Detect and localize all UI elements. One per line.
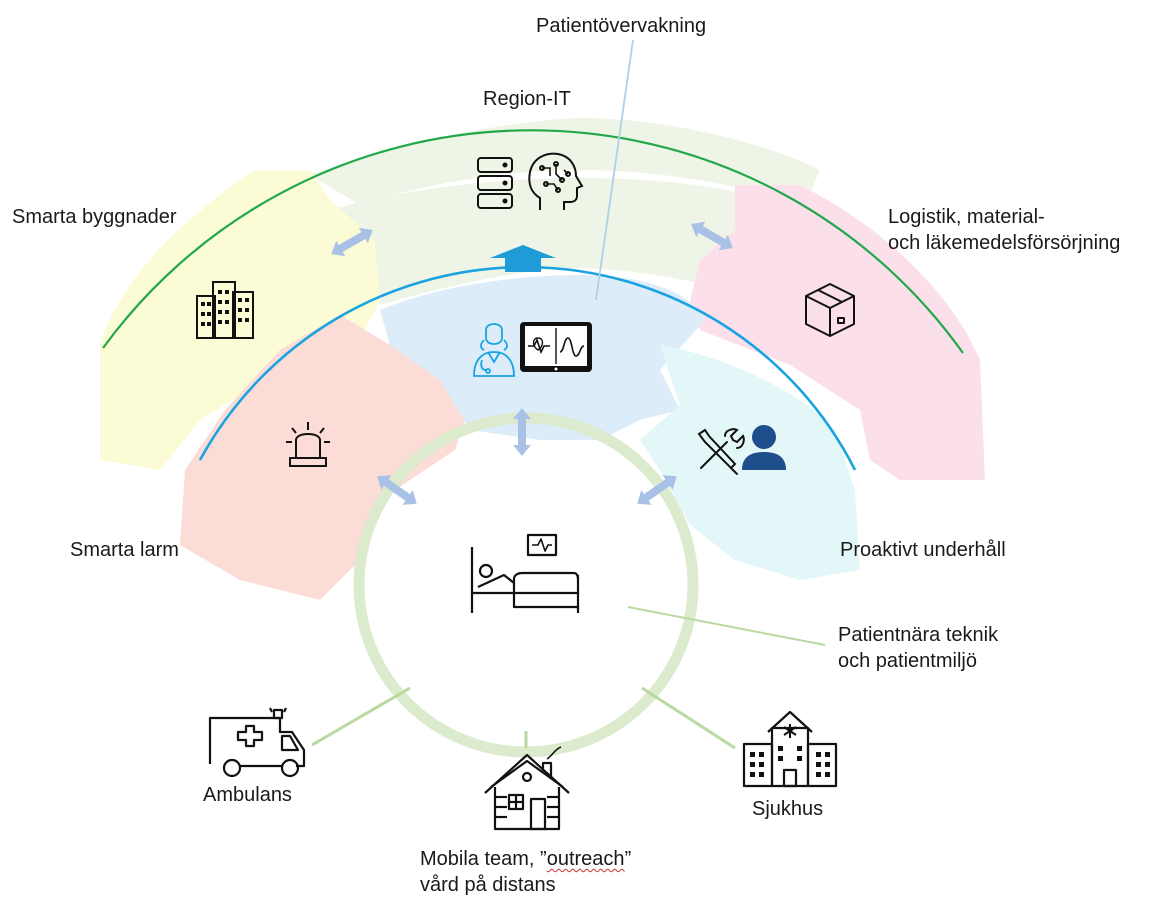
label-mobile-prefix: Mobila team, ”: [420, 848, 547, 870]
monitoring-connector-line: [595, 39, 634, 301]
label-outreach: outreach: [546, 848, 625, 870]
alarm-beacon-icon: [286, 422, 330, 467]
label-patient-monitoring: Patientövervakning: [536, 15, 707, 37]
label-remote-care: vård på distans: [420, 874, 556, 896]
label-patient-tech: Patientnära teknik och patientmiljö: [838, 622, 998, 674]
label-smart-alarms: Smarta larm: [70, 539, 179, 561]
log-cabin-icon: [484, 746, 570, 831]
hospital-connector-line: [641, 686, 736, 750]
double-arrows: [331, 221, 733, 505]
double-arrow-alarms: [377, 475, 417, 505]
ambulance-icon: [208, 707, 306, 778]
label-mobile-suffix: ”: [624, 848, 632, 870]
label-patient-tech-line2: och patientmiljö: [838, 650, 977, 672]
person-icon: [742, 425, 786, 470]
region-it-area: [310, 118, 820, 305]
label-logistics-line1: Logistik, material-: [888, 206, 1045, 228]
double-arrow-maintenance: [637, 475, 677, 505]
ambulance-connector-line: [311, 686, 411, 747]
label-region-it: Region-IT: [483, 88, 571, 110]
double-arrow-monitoring: [513, 408, 531, 456]
double-arrow-logistics: [691, 221, 733, 251]
label-mobile-teams: Mobila team, ”outreach” vård på distans: [420, 846, 631, 898]
patient-environment-ring: [353, 412, 699, 758]
label-logistics-line2: och läkemedelsförsörjning: [888, 232, 1121, 254]
database-icon: [477, 157, 513, 209]
label-smart-buildings: Smarta byggnader: [12, 206, 177, 228]
label-logistics: Logistik, material- och läkemedelsförsör…: [888, 204, 1120, 256]
tablet-monitor-icon: [520, 322, 592, 372]
hospital-icon: [742, 710, 838, 788]
office-buildings-icon: [196, 281, 254, 339]
up-arrow: [490, 245, 556, 272]
patient-tech-connector-line: [627, 606, 826, 646]
label-patient-tech-line1: Patientnära teknik: [838, 624, 999, 646]
label-proactive-maintenance: Proaktivt underhåll: [840, 539, 1006, 561]
package-box-icon: [805, 283, 855, 337]
tools-icon: [697, 428, 745, 475]
nurse-icon: [473, 323, 515, 377]
label-mobile-teams-line1: Mobila team, ”outreach”: [420, 846, 631, 872]
label-ambulance: Ambulans: [203, 784, 292, 806]
region-it-arc: [102, 129, 964, 354]
patient-bed-icon: [470, 533, 580, 613]
double-arrow-buildings: [331, 227, 373, 257]
ai-head-icon: [528, 152, 584, 210]
label-hospital: Sjukhus: [752, 798, 824, 820]
